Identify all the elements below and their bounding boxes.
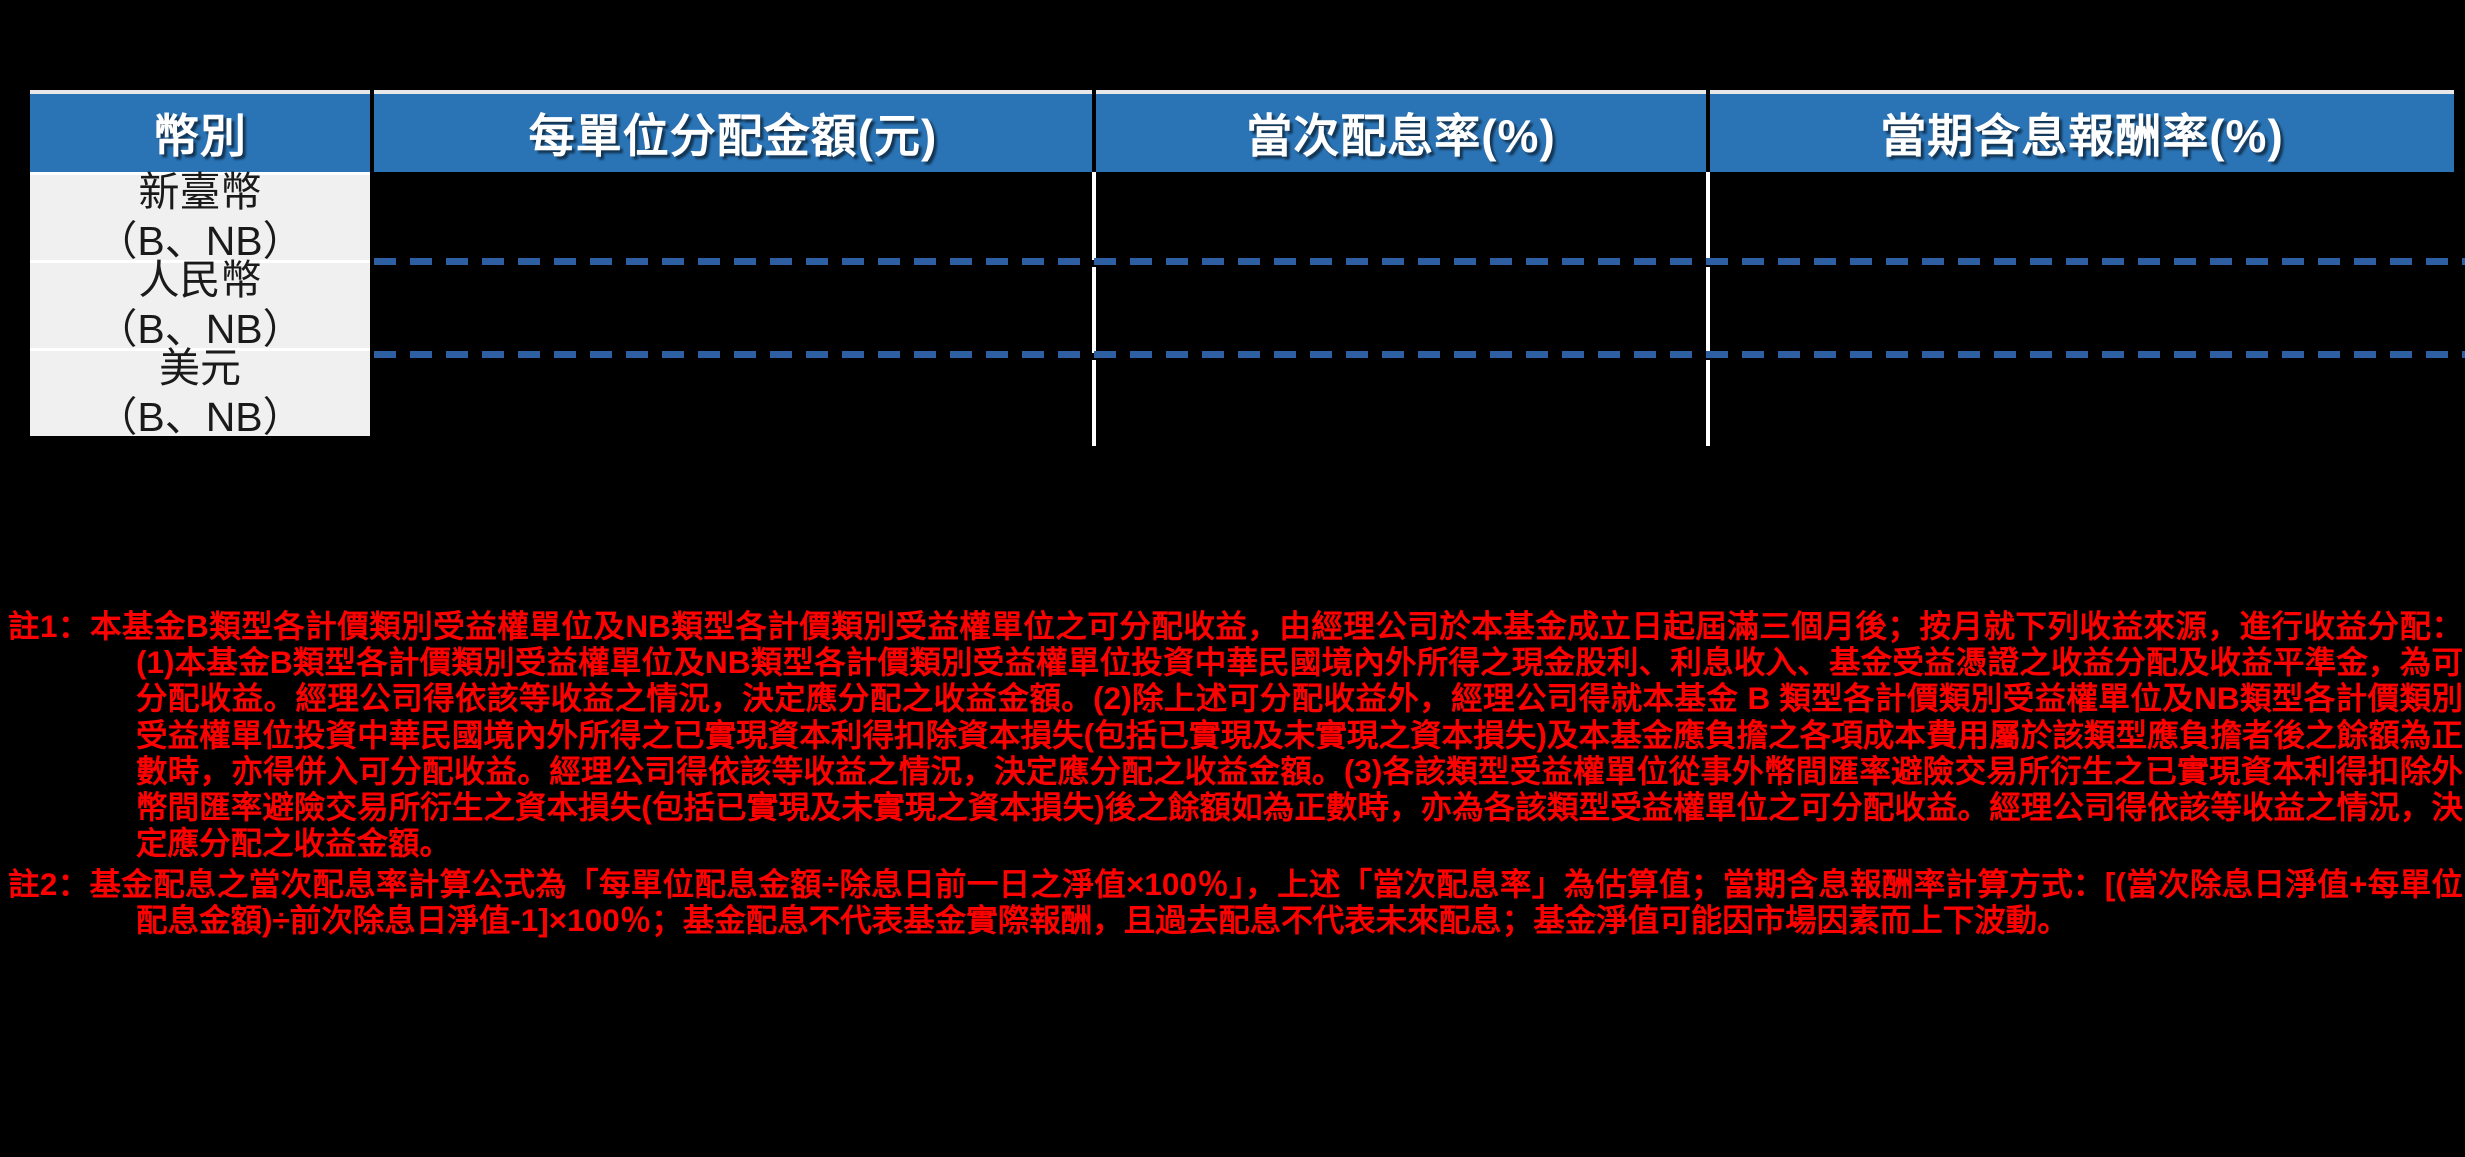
footnote-1: 註1：本基金B類型各計價類別受益權單位及NB類型各計價類別受益權單位之可分配收益… (8, 608, 2463, 862)
cell-current-yield (1096, 172, 1706, 260)
row-separator-dashed-1 (374, 258, 2465, 265)
currency-classes: （B、NB） (96, 217, 304, 264)
currency-classes: （B、NB） (96, 305, 304, 352)
row-separator-dashed-2 (374, 351, 2465, 358)
column-divider-3c (1706, 360, 1710, 446)
table-row: 美元 （B、NB） (30, 345, 2454, 440)
column-divider-3 (1706, 172, 1710, 260)
column-header-current-yield: 當次配息率(%) (1096, 90, 1706, 172)
column-divider-2b (1092, 267, 1096, 353)
footnote-2: 註2：基金配息之當次配息率計算公式為「每單位配息金額÷除息日前一日之淨值×100… (8, 865, 2463, 938)
cell-currency: 美元 （B、NB） (30, 345, 370, 440)
currency-name: 新臺幣 (138, 169, 262, 216)
cell-period-total-return (1710, 260, 2454, 348)
column-divider-3b (1706, 267, 1710, 353)
cell-amount-per-unit (374, 172, 1092, 260)
footnotes: 註1：本基金B類型各計價類別受益權單位及NB類型各計價類別受益權單位之可分配收益… (8, 608, 2463, 942)
cell-current-yield (1096, 260, 1706, 348)
column-header-period-total-return: 當期含息報酬率(%) (1710, 90, 2454, 172)
column-divider-2 (1092, 172, 1096, 260)
cell-currency: 人民幣 （B、NB） (30, 257, 370, 352)
column-header-currency: 幣別 (30, 90, 370, 172)
table-row: 人民幣 （B、NB） (30, 257, 2454, 352)
table-body: 新臺幣 （B、NB） 人民幣 （B、NB） 美元 (30, 169, 2465, 446)
column-divider-2c (1092, 360, 1096, 446)
cell-currency: 新臺幣 （B、NB） (30, 169, 370, 264)
column-header-amount-per-unit: 每單位分配金額(元) (374, 90, 1092, 172)
currency-classes: （B、NB） (96, 393, 304, 440)
table-row: 新臺幣 （B、NB） (30, 169, 2454, 264)
currency-name: 人民幣 (138, 257, 262, 304)
cell-period-total-return (1710, 172, 2454, 260)
cell-amount-per-unit (374, 260, 1092, 348)
cell-current-yield (1096, 348, 1706, 436)
table-header-row: 幣別 每單位分配金額(元) 當次配息率(%) 當期含息報酬率(%) (30, 90, 2454, 172)
currency-name: 美元 (159, 345, 241, 392)
cell-period-total-return (1710, 348, 2454, 436)
dividend-table: 幣別 每單位分配金額(元) 當次配息率(%) 當期含息報酬率(%) 新臺幣 （B… (30, 90, 2465, 446)
cell-amount-per-unit (374, 348, 1092, 436)
